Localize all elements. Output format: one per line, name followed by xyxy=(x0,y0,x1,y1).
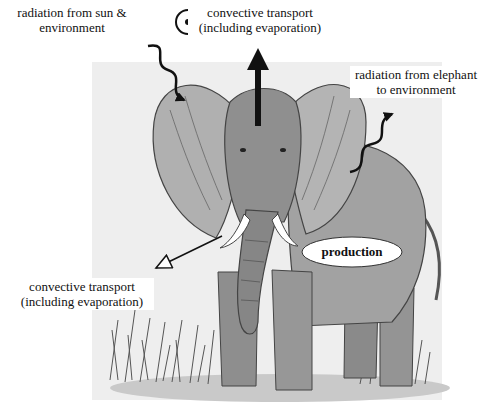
node-text: production xyxy=(301,244,403,260)
convection-arrow xyxy=(156,236,222,268)
elephant-leg xyxy=(272,270,312,390)
elephant-eye xyxy=(280,148,286,152)
elephant-head xyxy=(225,89,301,223)
convection-arrow xyxy=(255,66,261,126)
ellipse-shape xyxy=(302,237,402,267)
annotation-label: convective transport (including evaporat… xyxy=(188,4,332,36)
annotation-label: radiation from elephant to environment xyxy=(350,66,482,98)
production-ellipse: production xyxy=(301,236,403,268)
radiation-arrow xyxy=(350,114,392,172)
trunk-wrinkles xyxy=(241,240,268,301)
sketch-background xyxy=(92,62,442,400)
radiation-arrow xyxy=(148,46,184,100)
elephant-eye xyxy=(240,148,246,152)
elephant-tusk xyxy=(272,214,298,246)
annotation-label: convective transport (including evaporat… xyxy=(10,278,154,310)
elephant-tusk xyxy=(220,214,250,248)
annotation-label: radiation from sun & environment xyxy=(6,4,138,36)
